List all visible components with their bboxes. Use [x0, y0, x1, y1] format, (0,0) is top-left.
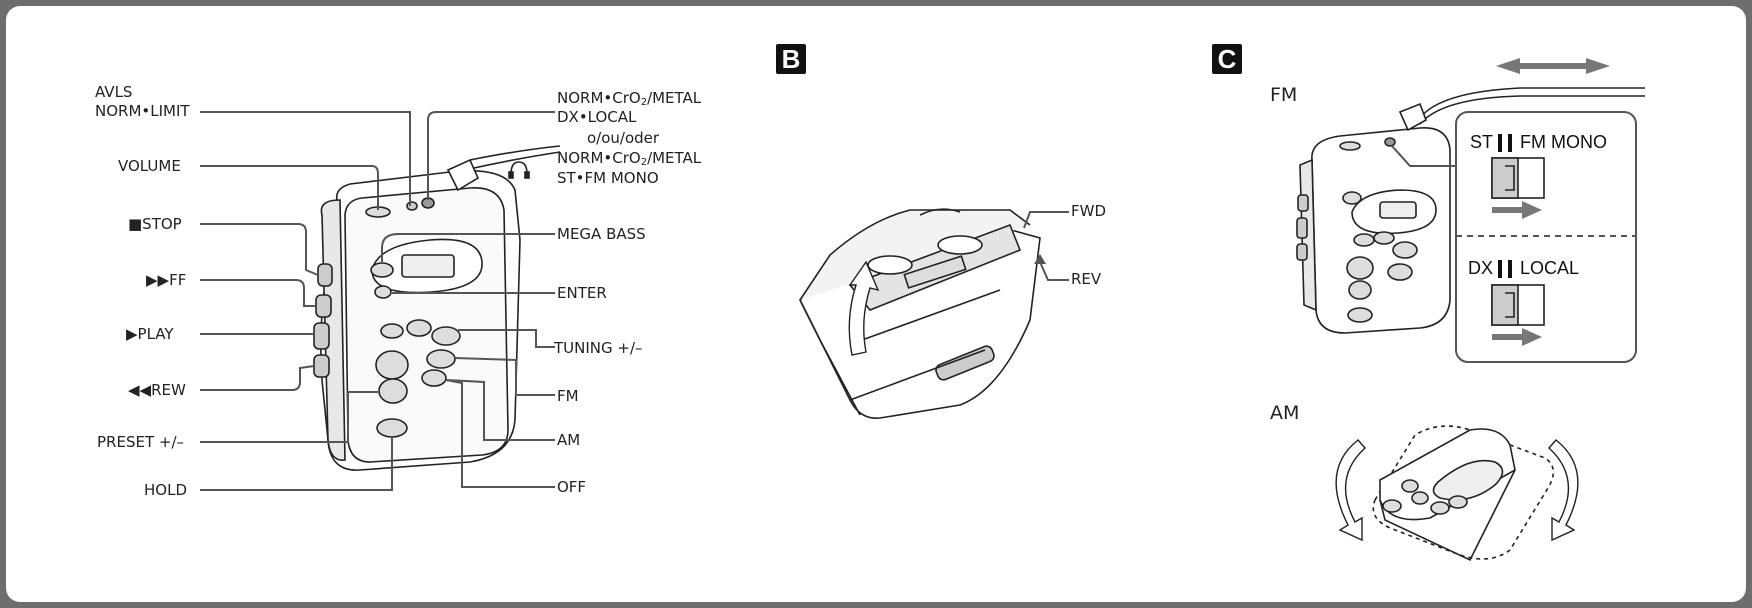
label-ff: ▶▶FF — [146, 272, 186, 289]
label-hold: HOLD — [144, 482, 187, 499]
cassette-open-drawing — [800, 209, 1040, 418]
label-st-fm-mono: ST•FM MONO — [557, 170, 659, 187]
switch-fm-mono-label: FM MONO — [1520, 132, 1607, 153]
label-dx-local: DX•LOCAL — [557, 109, 636, 126]
label-tape-select-2: NORM•CrO2/METAL — [557, 150, 701, 171]
section-b-badge: B — [776, 44, 806, 74]
label-fm-button: FM — [557, 388, 579, 405]
fm-mode-label: FM — [1270, 84, 1297, 106]
switch-dx-label: DX — [1468, 258, 1493, 279]
label-rew: ◀◀REW — [128, 382, 186, 399]
walkman-fm-drawing — [1297, 104, 1450, 333]
label-tuning: TUNING +/– — [554, 340, 643, 357]
label-am-button: AM — [557, 432, 580, 449]
label-stop: ■STOP — [128, 216, 182, 233]
switch-graphic-bottom — [1492, 285, 1544, 325]
label-off-button: OFF — [557, 479, 586, 496]
label-fwd: FWD — [1071, 203, 1106, 220]
label-preset: PRESET +/– — [97, 434, 184, 451]
label-mega-bass: MEGA BASS — [557, 226, 646, 243]
label-norm-limit: NORM•LIMIT — [95, 103, 190, 120]
slide-arrow-icon — [1496, 58, 1610, 74]
label-avls: AVLS — [95, 84, 132, 101]
label-rev: REV — [1071, 271, 1101, 288]
label-volume: VOLUME — [118, 158, 181, 175]
section-c-badge: C — [1212, 44, 1242, 74]
label-enter: ENTER — [557, 285, 607, 302]
label-play: ▶PLAY — [126, 326, 174, 343]
walkman-am-drawing — [1373, 426, 1553, 560]
switch-graphic-top — [1492, 158, 1544, 198]
switch-st-label: ST — [1470, 132, 1493, 153]
switch-local-label: LOCAL — [1520, 258, 1579, 279]
am-mode-label: AM — [1270, 402, 1299, 424]
label-or-word: o/ou/oder — [587, 130, 659, 147]
headphone-icon — [509, 162, 529, 178]
walkman-front-drawing — [314, 146, 560, 470]
